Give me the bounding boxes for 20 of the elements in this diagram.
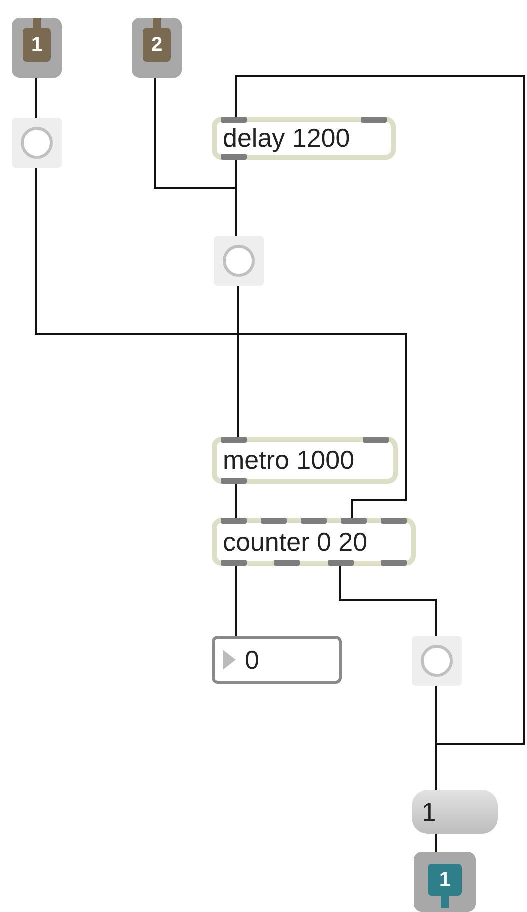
patch-cord — [237, 286, 239, 437]
object-box: delay 1200 — [212, 117, 396, 160]
patch-cord — [235, 160, 237, 236]
bang-button — [12, 118, 62, 168]
number-box: 0 — [212, 636, 342, 684]
patch-cord — [435, 834, 437, 852]
patch-cord — [235, 484, 237, 518]
patch-cord — [235, 566, 237, 636]
inlet-box: 2 — [132, 18, 182, 78]
patch-cord — [339, 566, 437, 636]
object-box: metro 1000 — [212, 437, 398, 484]
inlet-box: 1 — [12, 18, 62, 78]
patch-cord — [35, 78, 37, 118]
patch-cord — [35, 168, 407, 518]
object-box: counter 0 20 — [212, 518, 416, 566]
message-box: 1 — [412, 790, 498, 834]
patch-cord — [235, 75, 525, 745]
bang-button — [412, 636, 462, 686]
outlet-box: 1 — [414, 852, 476, 912]
bang-button — [214, 236, 264, 286]
